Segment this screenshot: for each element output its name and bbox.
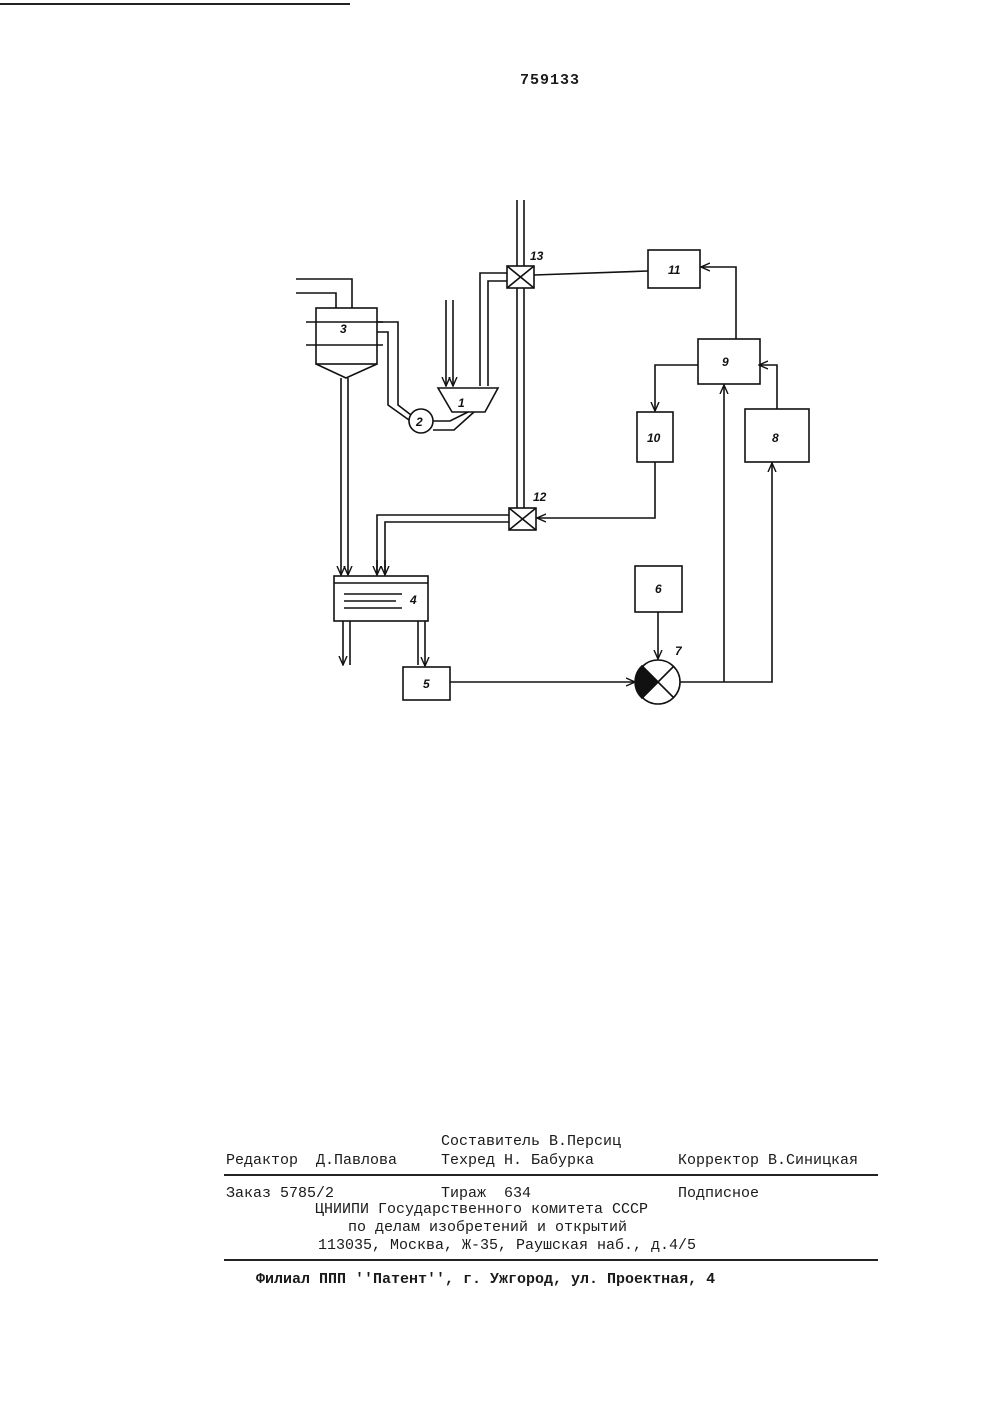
org-line-3: 113035, Москва, Ж-35, Раушская наб., д.4… <box>318 1237 696 1254</box>
label-7: 7 <box>675 644 683 658</box>
label-8: 8 <box>772 431 779 445</box>
label-2: 2 <box>415 415 423 429</box>
label-5: 5 <box>423 677 430 691</box>
label-10: 10 <box>647 431 661 445</box>
label-3: 3 <box>340 322 347 336</box>
subscription: Подписное <box>678 1185 759 1202</box>
block-3 <box>316 308 377 364</box>
label-12: 12 <box>533 490 547 504</box>
org-line-1: ЦНИИПИ Государственного комитета СССР <box>315 1201 648 1218</box>
label-4: 4 <box>409 593 417 607</box>
inlet-duct <box>296 279 352 308</box>
org-line-2: по делам изобретений и открытий <box>348 1219 627 1236</box>
pipe-3-2 <box>377 322 411 420</box>
label-11: 11 <box>668 263 681 277</box>
label-1: 1 <box>458 396 465 410</box>
techred: Техред Н. Бабурка <box>441 1152 594 1169</box>
funnel-1 <box>438 388 498 412</box>
branch-address: Филиал ППП ''Патент'', г. Ужгород, ул. П… <box>256 1271 715 1288</box>
editor: Редактор Д.Павлова <box>226 1152 397 1169</box>
label-6: 6 <box>655 582 662 596</box>
circulation: Тираж 634 <box>441 1185 531 1202</box>
imprint-rule-2 <box>224 1259 878 1261</box>
pipe-2-1 <box>433 412 474 430</box>
composer: Составитель В.Персиц <box>441 1133 621 1150</box>
block-9 <box>698 339 760 384</box>
label-9: 9 <box>722 355 729 369</box>
order-number: Заказ 5785/2 <box>226 1185 334 1202</box>
corrector: Корректор В.Синицкая <box>678 1152 858 1169</box>
label-13: 13 <box>530 249 544 263</box>
hopper-3 <box>316 364 377 378</box>
imprint-rule-1 <box>224 1174 878 1176</box>
